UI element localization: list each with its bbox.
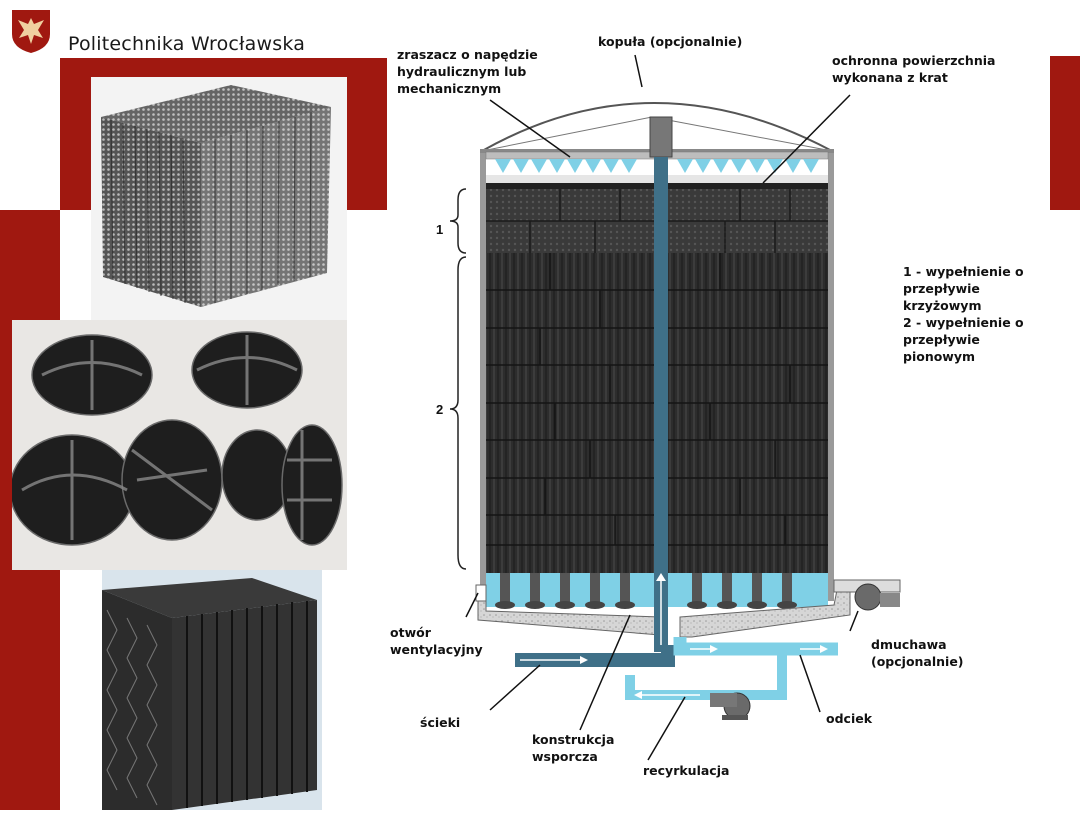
recirculation-label: recyrkulacja [643, 763, 730, 778]
random-plastic-media-photo [12, 320, 347, 570]
filter-schematic [449, 54, 901, 761]
tubular-mesh-media-photo [91, 77, 347, 320]
support-posts [500, 573, 792, 603]
media-legend: 1 - wypełnienie o przepływie krzyżowym 2… [903, 264, 1024, 364]
protective-surface-label: ochronna powierzchnia wykonana z krat [832, 53, 996, 85]
support-structure-label: konstrukcja wsporcza [532, 732, 615, 764]
vent-opening-label: otwór wentylacyjny [390, 625, 483, 657]
eagle-shield-icon [12, 10, 50, 53]
dome [481, 102, 833, 152]
blower-label: dmuchawa (opcjonalnie) [871, 637, 964, 669]
blower-fan-icon [854, 583, 882, 611]
zone-1-label: 1 [436, 222, 444, 237]
sprayer-label: zraszacz o napędzie hydraulicznym lub me… [397, 47, 538, 96]
wastewater-label: ścieki [420, 715, 461, 730]
university-logo [10, 8, 52, 54]
trickling-filter-diagram: zraszacz o napędzie hydraulicznym lub me… [380, 25, 1050, 810]
university-name: Politechnika Wrocławska [68, 33, 306, 55]
spray-nozzles [495, 159, 819, 173]
right-red-strip [1050, 56, 1080, 210]
dome-label: kopuła (opcjonalnie) [598, 34, 743, 49]
corrugated-sheet-media-photo [102, 570, 322, 810]
effluent-label: odciek [826, 711, 873, 726]
zone-2-label: 2 [436, 402, 444, 417]
